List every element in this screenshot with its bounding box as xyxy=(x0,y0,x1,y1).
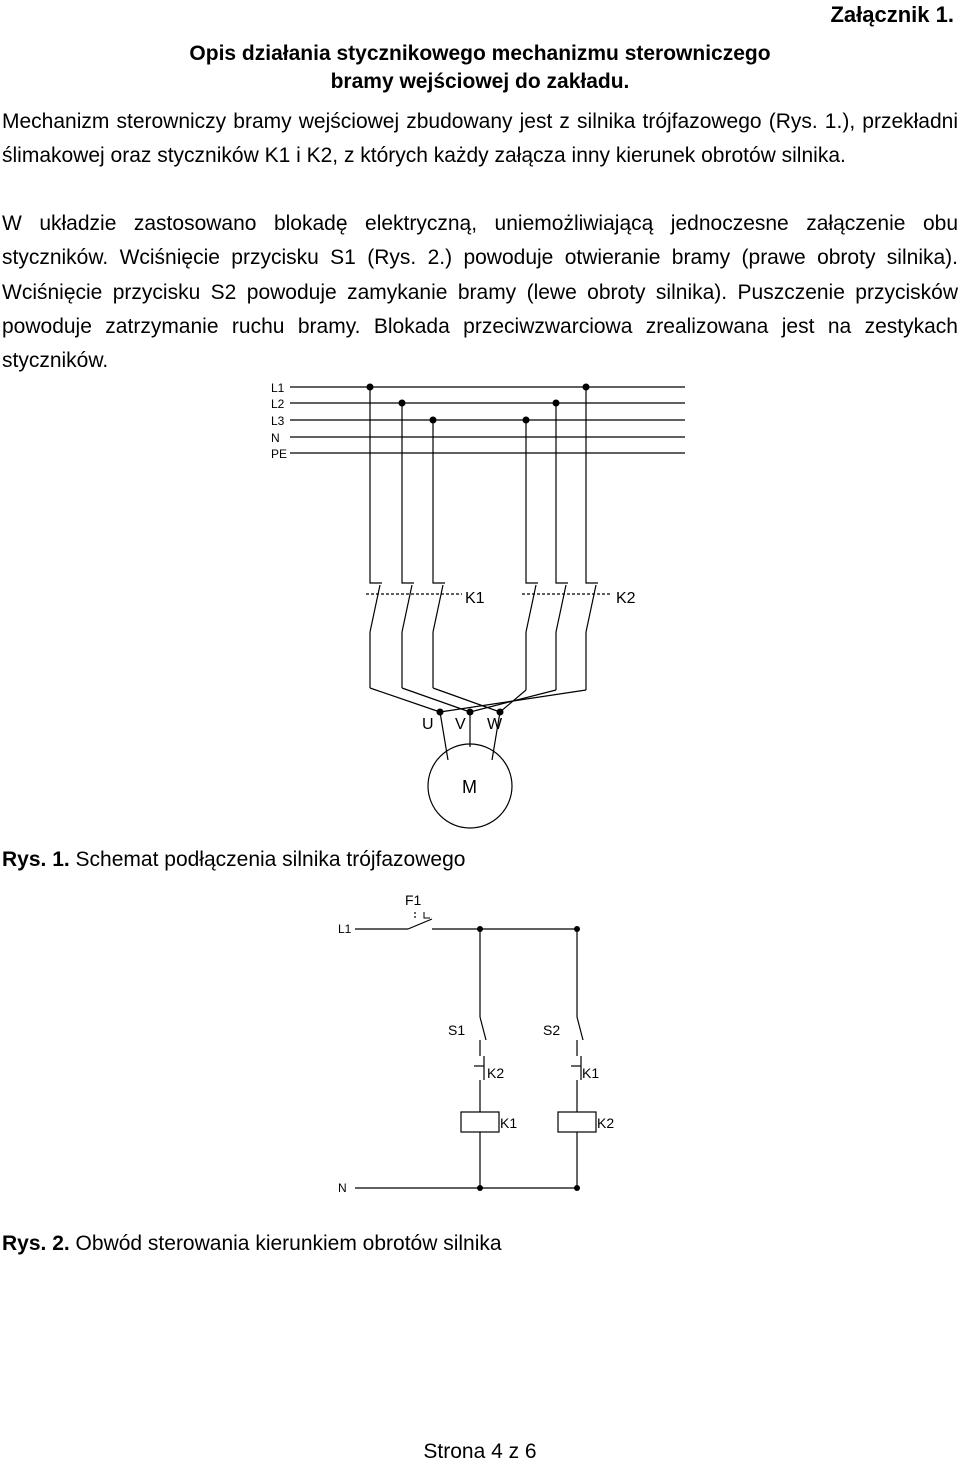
interlock-label-k1: K1 xyxy=(582,1065,599,1081)
figure-2-caption-text: Obwód sterowania kierunkiem obrotów siln… xyxy=(69,1232,502,1255)
power-circuit-diagram: L1 L2 L3 N PE K1 K2 U V W M xyxy=(271,381,685,829)
bus-label-pe: PE xyxy=(271,447,287,461)
fuse-label: F1 xyxy=(405,892,422,908)
contactor-label-k2: K2 xyxy=(616,590,636,607)
figure-1-caption: Rys. 1. Schemat podłączenia silnika trój… xyxy=(2,848,465,872)
control-circuit-diagram: L1 N F1 S1 S2 K2 K1 K1 K2 xyxy=(338,892,614,1195)
motor-circle xyxy=(427,743,513,829)
terminal-label-v: V xyxy=(455,716,466,733)
s1-contact xyxy=(479,1016,487,1041)
button-label-s1: S1 xyxy=(448,1022,465,1038)
terminal-label-w: W xyxy=(487,716,503,733)
paragraph-1: Mechanizm sterowniczy bramy wejściowej z… xyxy=(2,110,958,168)
attachment-label: Załącznik 1. xyxy=(830,2,954,27)
coil-k2-box xyxy=(557,1111,597,1133)
s2-contact xyxy=(576,1016,584,1041)
paragraph-2: W układzie zastosowano blokadę elektrycz… xyxy=(2,212,958,373)
figure-2-caption-number: Rys. 2. xyxy=(2,1232,70,1255)
document-title: Opis działania stycznikowego mechanizmu … xyxy=(0,40,960,96)
coil-label-k1: K1 xyxy=(500,1115,517,1131)
page-footer: Strona 4 z 6 xyxy=(423,1440,537,1463)
figure-1-caption-text: Schemat podłączenia silnika trójfazowego xyxy=(69,848,466,871)
control-line-label: L1 xyxy=(338,922,352,936)
neutral-label: N xyxy=(338,1181,347,1195)
interlock-label-k2: K2 xyxy=(487,1065,504,1081)
terminal-label-u: U xyxy=(422,716,434,733)
button-label-s2: S2 xyxy=(543,1022,560,1038)
figure-1-caption-number: Rys. 1. xyxy=(2,848,70,871)
coil-label-k2: K2 xyxy=(597,1115,614,1131)
title-line-2: bramy wejściowej do zakładu. xyxy=(330,70,630,93)
bus-label-l1: L1 xyxy=(271,381,285,395)
bus-label-n: N xyxy=(271,431,280,445)
bus-label-l3: L3 xyxy=(271,414,285,428)
bus-label-l2: L2 xyxy=(271,397,285,411)
title-line-1: Opis działania stycznikowego mechanizmu … xyxy=(189,42,771,65)
fuse-blade xyxy=(407,918,433,930)
motor-label: M xyxy=(462,777,477,797)
figure-2-caption: Rys. 2. Obwód sterowania kierunkiem obro… xyxy=(2,1232,502,1256)
coil-k1-box xyxy=(460,1111,500,1133)
contactor-label-k1: K1 xyxy=(465,590,485,607)
